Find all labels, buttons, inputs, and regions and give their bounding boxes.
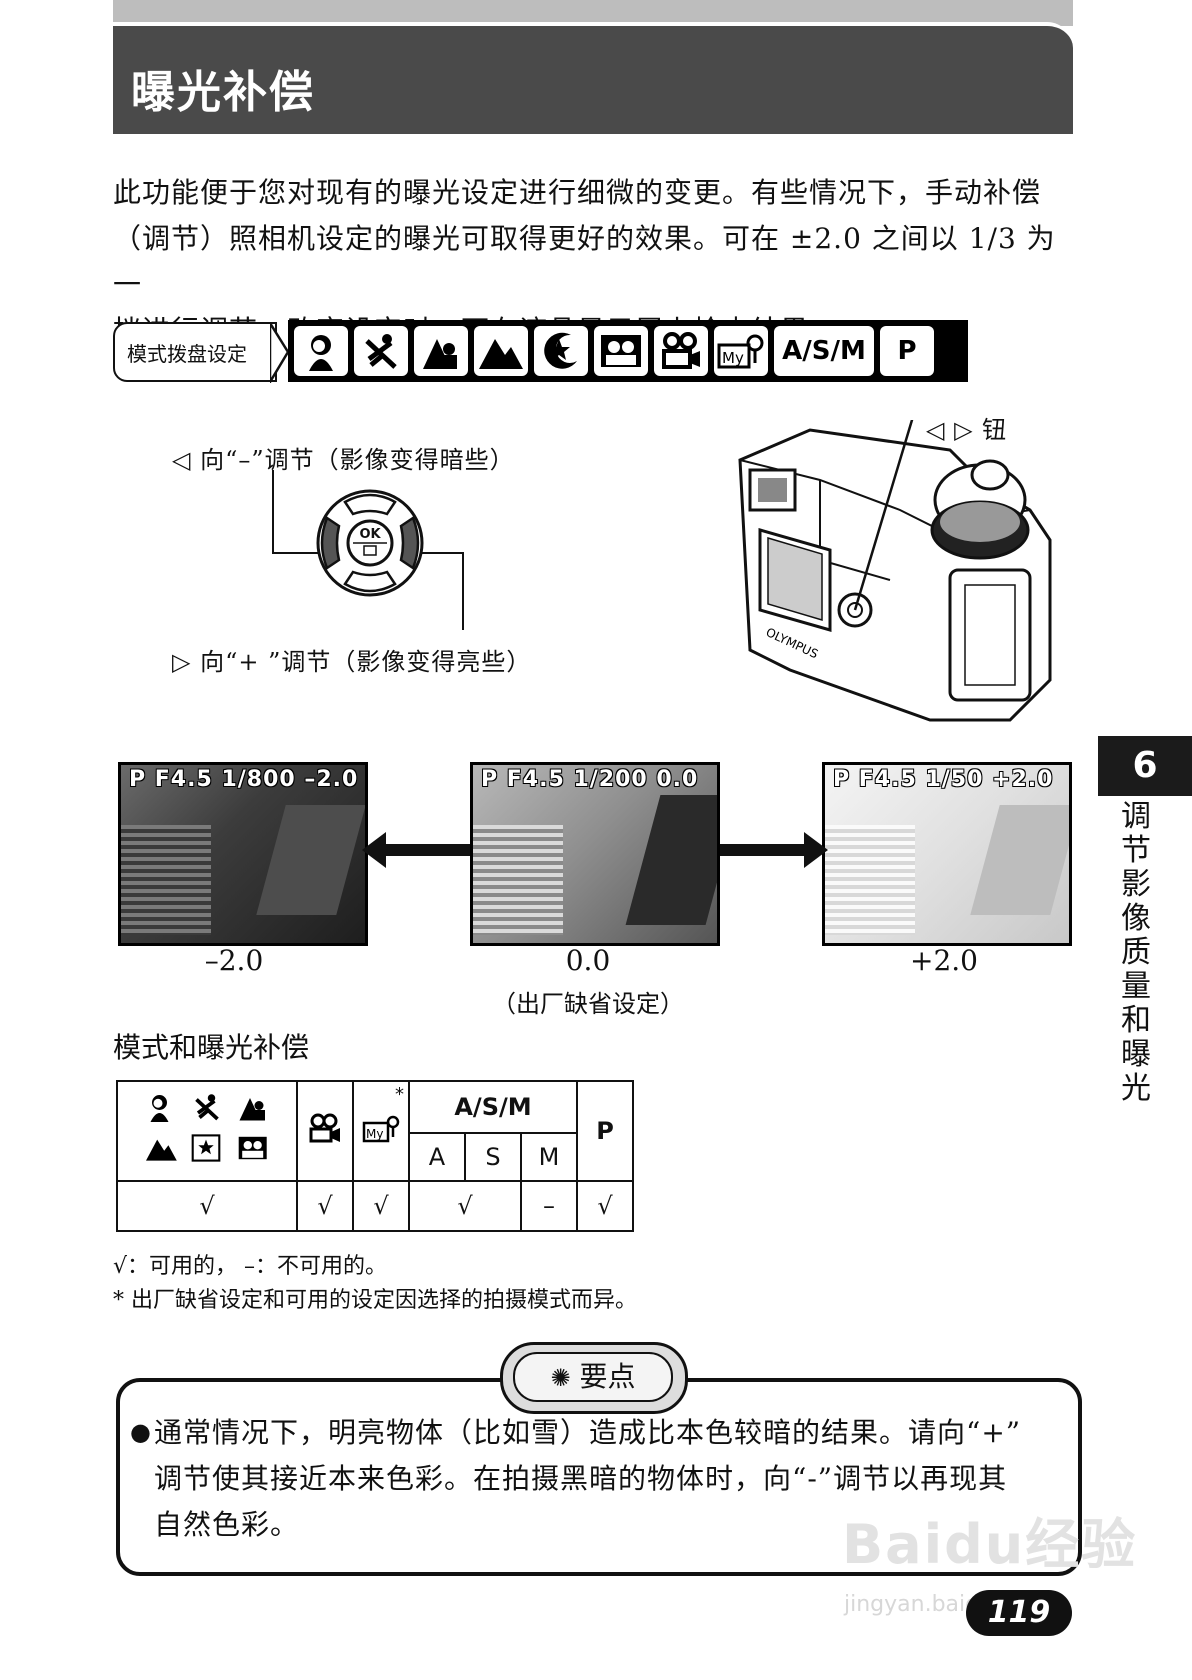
page-title: 曝光补偿 — [131, 67, 315, 118]
left-arrow-icon — [362, 832, 470, 868]
tip-tag-inner: ✺ 要点 — [513, 1352, 673, 1402]
landscape-icon — [474, 326, 528, 376]
program-mode-label: P — [880, 326, 934, 376]
header-bar: 曝光补偿 — [113, 22, 1073, 134]
ok-label: OK — [359, 527, 381, 542]
preview-readout: P F4.5 1/800 –2.0 — [129, 767, 359, 792]
check-cell: √ — [296, 1180, 354, 1232]
sports-icon — [354, 326, 408, 376]
preview-plus: P F4.5 1/50 +2.0 — [822, 762, 1072, 946]
mode-tag-pointer — [270, 322, 290, 383]
mode-table-title: 模式和曝光补偿 — [113, 1031, 310, 1064]
scene-modes-cell — [116, 1080, 298, 1182]
tip-line: 自然色彩。 — [154, 1508, 300, 1541]
tip-line: 通常情况下，明亮物体（比如雪）造成比本色较暗的结果。请向“+” — [154, 1416, 1022, 1449]
self-portrait-icon — [594, 326, 648, 376]
watermark-logo: Baidu经验 — [842, 1513, 1138, 1576]
right-arrow-icon — [720, 832, 828, 868]
s-header: S — [464, 1132, 522, 1182]
preview-readout: P F4.5 1/200 0.0 — [481, 767, 699, 792]
bullet-icon: ● — [130, 1418, 151, 1446]
asm-header: A/S/M — [408, 1080, 578, 1134]
arrow-button-label: ◁ ▷ 钮 — [926, 416, 1008, 444]
scene-mode-icons — [146, 1094, 267, 1162]
value-label: +2.0 — [910, 944, 978, 977]
movie-icon — [654, 326, 708, 376]
asm-mode-label: A/S/M — [774, 326, 874, 376]
page-number: 119 — [966, 1590, 1072, 1636]
night-scene-icon — [534, 326, 588, 376]
svg-text:My: My — [366, 1127, 383, 1141]
default-setting-note: （出厂缺省设定） — [492, 990, 684, 1018]
footnote: * 出厂缺省设定和可用的设定因选择的拍摄模式而异。 — [113, 1288, 637, 1313]
mode-compatibility-table: My * A/S/M P A S M √ √ √ √ – √ — [116, 1080, 634, 1232]
p-header: P — [576, 1080, 634, 1182]
m-header: M — [520, 1132, 578, 1182]
intro-line: 此功能便于您对现有的曝光设定进行细微的变更。有些情况下，手动补偿 — [113, 176, 1042, 209]
portrait-icon — [294, 326, 348, 376]
check-cell: √ — [116, 1180, 298, 1232]
mode-dial-tag: 模式拨盘设定 — [113, 322, 277, 382]
mode-dial-label: 模式拨盘设定 — [127, 342, 247, 366]
header-top-strip — [113, 0, 1073, 26]
my-mode-cell: My * — [352, 1080, 410, 1182]
landscape-portrait-icon — [414, 326, 468, 376]
check-cell: √ — [576, 1180, 634, 1232]
chapter-title: 调节影像质量和曝光 — [1121, 799, 1151, 1106]
a-header: A — [408, 1132, 466, 1182]
svg-text:My: My — [722, 349, 744, 367]
minus-instruction: ◁ 向“–”调节（影像变得暗些） — [172, 446, 515, 474]
camera-illustration: OLYMPUS — [738, 420, 1052, 722]
arrow-pad-dial — [316, 489, 424, 597]
my-mode-icon: My — [362, 1115, 400, 1143]
plus-instruction: ▷ 向“+ ”调节（影像变得亮些） — [172, 648, 532, 676]
lightbulb-icon: ✺ — [550, 1364, 571, 1392]
check-cell: √ — [352, 1180, 410, 1232]
movie-mode-cell — [296, 1080, 354, 1182]
check-cell: – — [520, 1180, 578, 1232]
my-mode-icon: My — [714, 326, 768, 376]
value-label: –2.0 — [204, 944, 264, 977]
tip-title: 要点 — [579, 1360, 636, 1393]
preview-readout: P F4.5 1/50 +2.0 — [833, 767, 1054, 792]
intro-line: （调节）照相机设定的曝光可取得更好的效果。可在 ±2.0 之间以 1/3 为一 — [113, 222, 1056, 301]
tip-tag: ✺ 要点 — [500, 1342, 688, 1414]
check-cell: √ — [408, 1180, 522, 1232]
tip-text: 通常情况下，明亮物体（比如雪）造成比本色较暗的结果。请向“+” 调节使其接近本来… — [154, 1410, 1054, 1548]
chapter-number: 6 — [1098, 736, 1192, 796]
preview-zero: P F4.5 1/200 0.0 — [470, 762, 720, 946]
dial-leader-lines — [272, 470, 464, 630]
movie-icon — [309, 1113, 340, 1143]
preview-minus: P F4.5 1/800 –2.0 — [118, 762, 368, 946]
value-label: 0.0 — [565, 944, 611, 977]
legend-note: √：可用的， –：不可用的。 — [113, 1254, 388, 1279]
mode-icon-strip: My A/S/M P — [288, 320, 968, 382]
footnote-star: * — [395, 1084, 404, 1105]
tip-line: 调节使其接近本来色彩。在拍摄黑暗的物体时，向“-”调节以再现其 — [154, 1462, 1008, 1495]
